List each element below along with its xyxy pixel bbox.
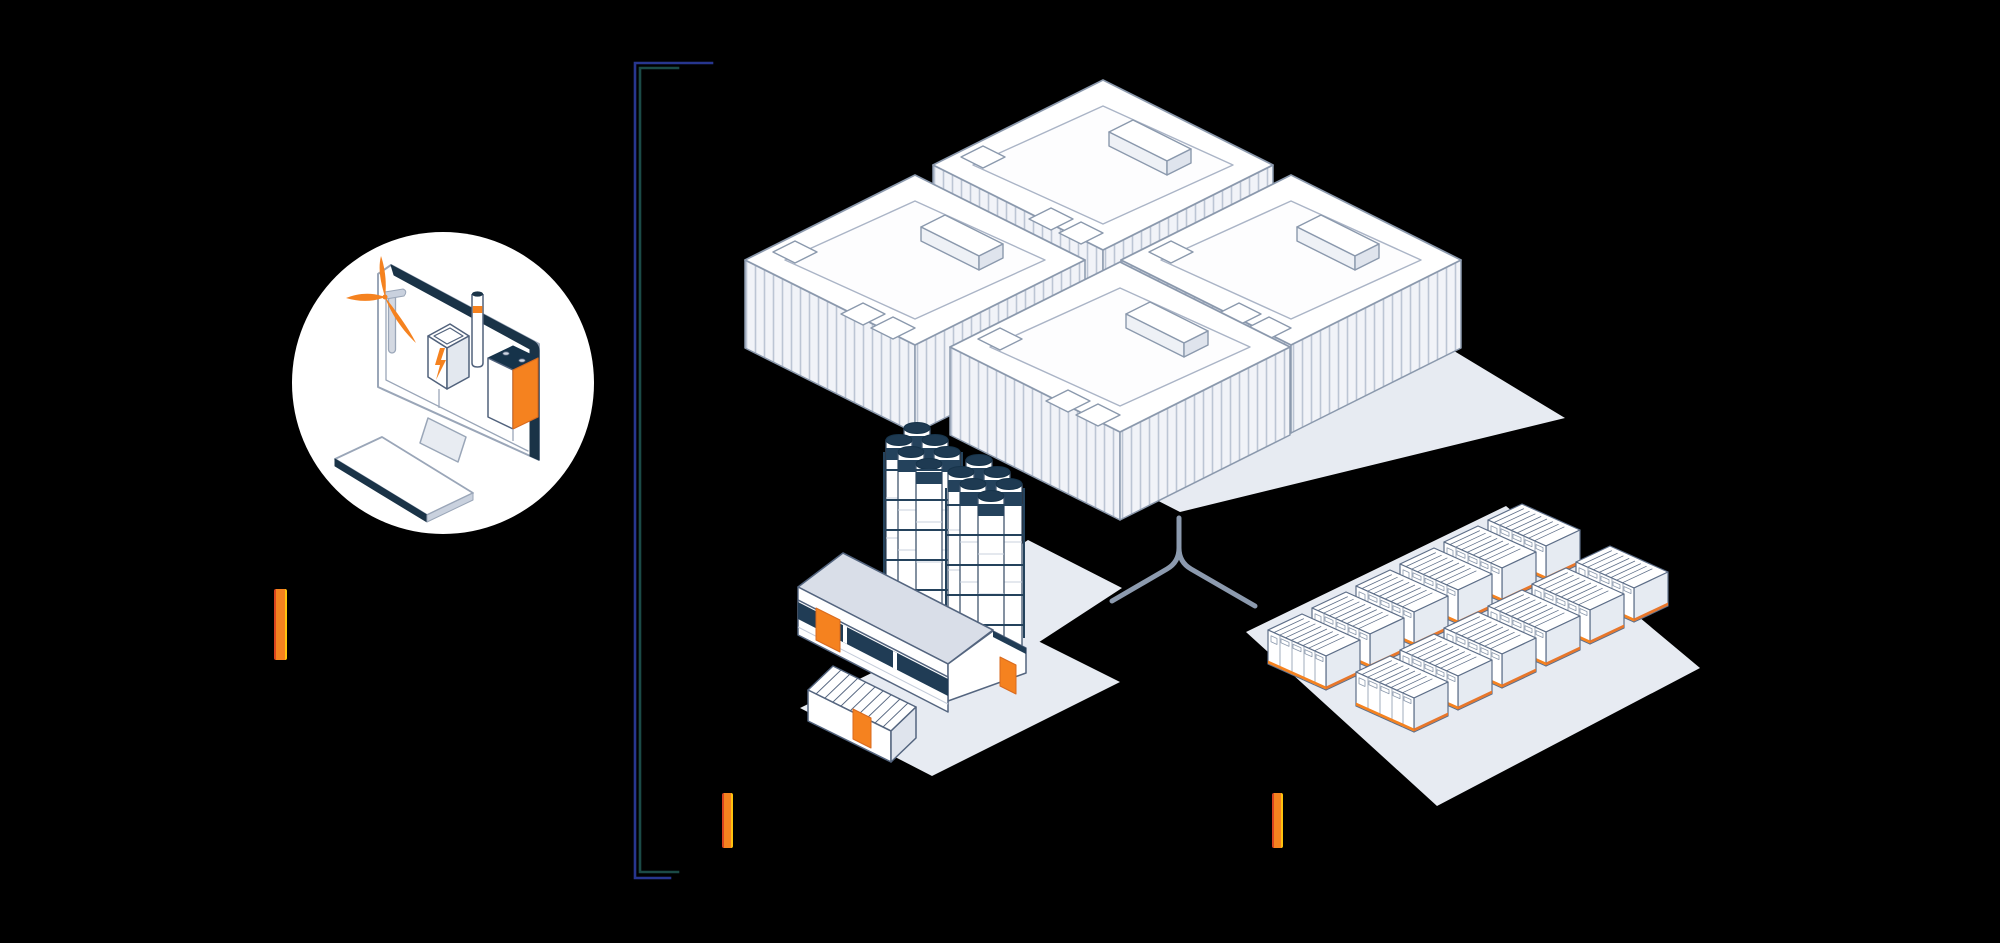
warehouse-campus (740, 70, 1580, 615)
lightning-cell-icon (427, 323, 470, 408)
wind-turbine-icon (346, 256, 416, 354)
monitor-badge (290, 230, 596, 536)
bullet-marker-3 (1272, 793, 1283, 848)
keyboard-icon (334, 436, 474, 523)
factory-door-orange (999, 656, 1017, 695)
bullet-marker-2 (722, 793, 733, 848)
group-bracket (620, 55, 730, 890)
bullet-marker-1 (274, 589, 287, 660)
lightning-bolt-icon (435, 348, 446, 380)
chimney-icon (471, 291, 484, 368)
shed (807, 665, 917, 763)
battery-farm (1240, 455, 1710, 810)
shed-door-orange (852, 708, 872, 749)
factory-door-orange (815, 607, 841, 653)
factory-hall (797, 552, 1027, 713)
battery-icon (487, 345, 539, 441)
y-connector (1109, 515, 1258, 609)
factory (780, 400, 1140, 790)
monitor-stand (419, 417, 467, 463)
